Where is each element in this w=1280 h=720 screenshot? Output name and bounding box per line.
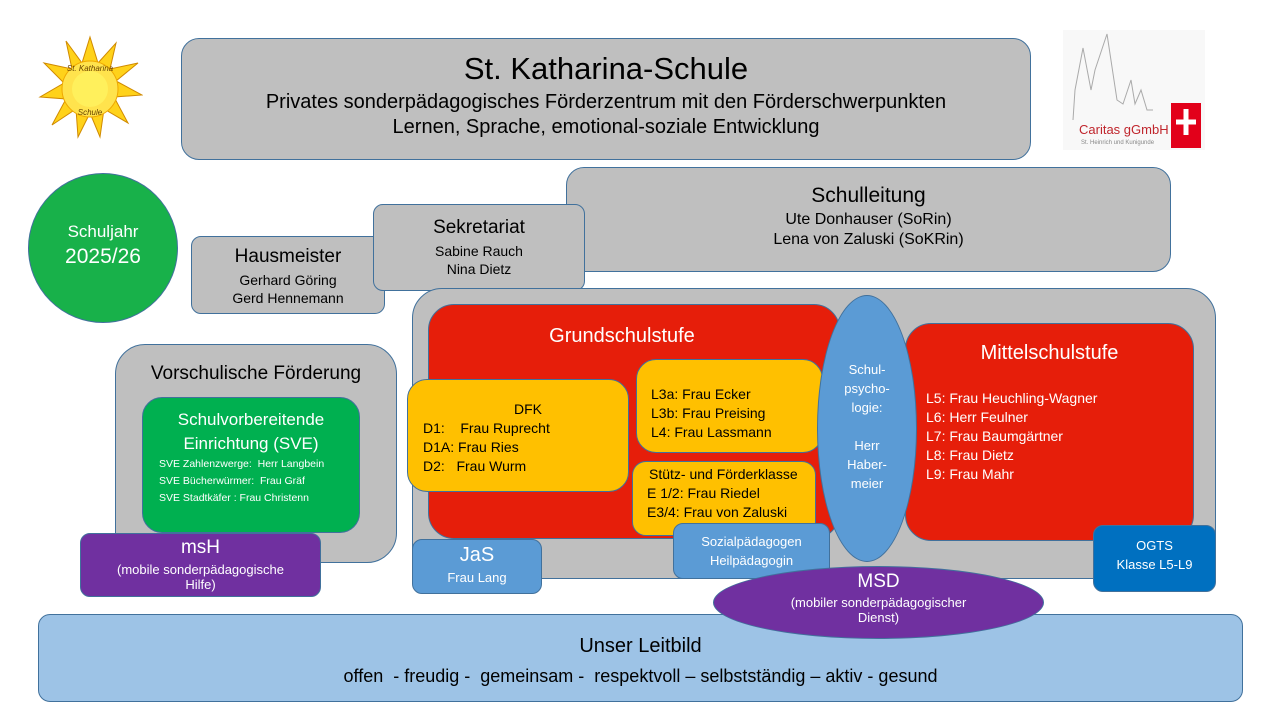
dfk-class: D1: Frau Ruprecht bbox=[423, 420, 550, 436]
caritas-name: Caritas gGmbH bbox=[1079, 122, 1169, 137]
hausmeister-name: Gerd Hennemann bbox=[232, 290, 344, 306]
msh-sub: Hilfe) bbox=[185, 577, 216, 592]
schulleitung-name: Ute Donhauser (SoRin) bbox=[785, 211, 952, 228]
subtitle-line1: Privates sonderpädagogisches Förderzentr… bbox=[265, 91, 947, 113]
jas-box: JaS Frau Lang bbox=[412, 539, 542, 594]
caritas-logo: Caritas gGmbH St. Heinrich und Kunigunde bbox=[1063, 30, 1205, 150]
l3-l4-box: L3a: Frau Ecker L3b: Frau Preising L4: F… bbox=[636, 359, 823, 453]
leitbild-values: offen - freudig - gemeinsam - respektvol… bbox=[343, 666, 938, 686]
msh-sub: (mobile sonderpädagogische bbox=[117, 562, 284, 577]
sve-title2: Einrichtung (SVE) bbox=[183, 434, 319, 453]
mittelschulstufe-title: Mittelschulstufe bbox=[980, 342, 1119, 364]
mittelschulstufe-box: Mittelschulstufe L5: Frau Heuchling-Wagn… bbox=[905, 323, 1194, 541]
caritas-sub: St. Heinrich und Kunigunde bbox=[1081, 140, 1155, 146]
school-sun-logo: St. Katharina Schule bbox=[38, 35, 144, 140]
schuljahr-circle: Schuljahr 2025/26 bbox=[28, 173, 178, 323]
stuetz-class: E 1/2: Frau Riedel bbox=[647, 485, 760, 501]
hausmeister-box: Hausmeister Gerhard Göring Gerd Henneman… bbox=[191, 236, 385, 314]
hausmeister-title: Hausmeister bbox=[234, 246, 342, 267]
schulleitung-name: Lena von Zaluski (SoKRin) bbox=[773, 231, 964, 248]
jas-name: Frau Lang bbox=[447, 570, 507, 585]
psych-line: Haber- bbox=[847, 457, 887, 472]
sozial-line1: Sozialpädagogen bbox=[701, 534, 802, 549]
msh-box: msH (mobile sonderpädagogische Hilfe) bbox=[80, 533, 321, 597]
header-box: St. Katharina-Schule Privates sonderpäda… bbox=[181, 38, 1031, 160]
hausmeister-name: Gerhard Göring bbox=[239, 272, 337, 288]
grundschulstufe-title: Grundschulstufe bbox=[549, 325, 695, 347]
sve-group: SVE Bücherwürmer: Frau Gräf bbox=[159, 475, 305, 487]
l-class: L4: Frau Lassmann bbox=[651, 424, 772, 440]
church-outline-icon bbox=[1072, 33, 1201, 148]
ogts-line2: Klasse L5-L9 bbox=[1116, 557, 1193, 572]
page-title: St. Katharina-Schule bbox=[463, 51, 749, 86]
dfk-box: DFK D1: Frau Ruprecht D1A: Frau Ries D2:… bbox=[407, 379, 629, 492]
mittelschule-class: L7: Frau Baumgärtner bbox=[926, 428, 1063, 444]
stuetz-class: E3/4: Frau von Zaluski bbox=[647, 504, 788, 520]
sekretariat-box: Sekretariat Sabine Rauch Nina Dietz bbox=[373, 204, 585, 291]
leitbild-box: Unser Leitbild offen - freudig - gemeins… bbox=[38, 614, 1243, 702]
schulpsychologie-ellipse: Schul- psycho- logie: Herr Haber- meier bbox=[817, 295, 917, 562]
psych-line bbox=[818, 417, 916, 436]
sve-group: SVE Stadtkäfer : Frau Christenn bbox=[159, 492, 309, 504]
dfk-class: D2: Frau Wurm bbox=[423, 458, 527, 474]
mittelschule-class: L5: Frau Heuchling-Wagner bbox=[926, 390, 1098, 406]
stuetz-title: Stütz- und Förderklasse bbox=[649, 466, 798, 482]
schuljahr-label: Schuljahr bbox=[67, 222, 139, 241]
msd-sub: Dienst) bbox=[857, 610, 900, 625]
psych-line: logie: bbox=[851, 400, 883, 415]
schulleitung-box: Schulleitung Ute Donhauser (SoRin) Lena … bbox=[566, 167, 1171, 272]
psych-line: Herr bbox=[854, 438, 880, 453]
psych-line: meier bbox=[850, 476, 884, 491]
sve-title1: Schulvorbereitende bbox=[177, 410, 325, 429]
psych-line: Schul- bbox=[848, 362, 886, 377]
svg-text:Schule: Schule bbox=[78, 108, 103, 117]
sekretariat-name: Sabine Rauch bbox=[435, 243, 523, 259]
schuljahr-year: 2025/26 bbox=[65, 245, 141, 268]
sozial-line2: Heilpädagogin bbox=[709, 553, 794, 568]
svg-text:St. Katharina: St. Katharina bbox=[67, 64, 114, 73]
l-class: L3b: Frau Preising bbox=[651, 405, 766, 421]
ogts-line1: OGTS bbox=[1136, 538, 1173, 553]
mittelschule-class: L8: Frau Dietz bbox=[926, 447, 1014, 463]
msd-sub: (mobiler sonderpädagogischer bbox=[790, 595, 967, 610]
jas-title: JaS bbox=[459, 544, 495, 566]
ogts-box: OGTS Klasse L5-L9 bbox=[1093, 525, 1216, 592]
sve-box: Schulvorbereitende Einrichtung (SVE) SVE… bbox=[142, 397, 360, 533]
l-class: L3a: Frau Ecker bbox=[651, 386, 751, 402]
sekretariat-name: Nina Dietz bbox=[446, 261, 512, 277]
msh-title: msH bbox=[180, 537, 221, 558]
dfk-class: D1A: Frau Ries bbox=[423, 439, 519, 455]
mittelschule-class: L6: Herr Feulner bbox=[926, 409, 1028, 425]
msd-title: MSD bbox=[857, 571, 900, 592]
msd-ellipse: MSD (mobiler sonderpädagogischer Dienst) bbox=[713, 566, 1044, 639]
dfk-title: DFK bbox=[514, 401, 542, 417]
vorschulisch-title: Vorschulische Förderung bbox=[150, 363, 362, 384]
sve-group: SVE Zahlenzwerge: Herr Langbein bbox=[159, 458, 325, 470]
psych-line: psycho- bbox=[844, 381, 890, 396]
mittelschule-class: L9: Frau Mahr bbox=[926, 466, 1014, 482]
subtitle-line2: Lernen, Sprache, emotional-soziale Entwi… bbox=[392, 116, 820, 138]
leitbild-title: Unser Leitbild bbox=[579, 635, 702, 657]
sekretariat-title: Sekretariat bbox=[433, 217, 525, 238]
schulleitung-title: Schulleitung bbox=[811, 184, 926, 207]
